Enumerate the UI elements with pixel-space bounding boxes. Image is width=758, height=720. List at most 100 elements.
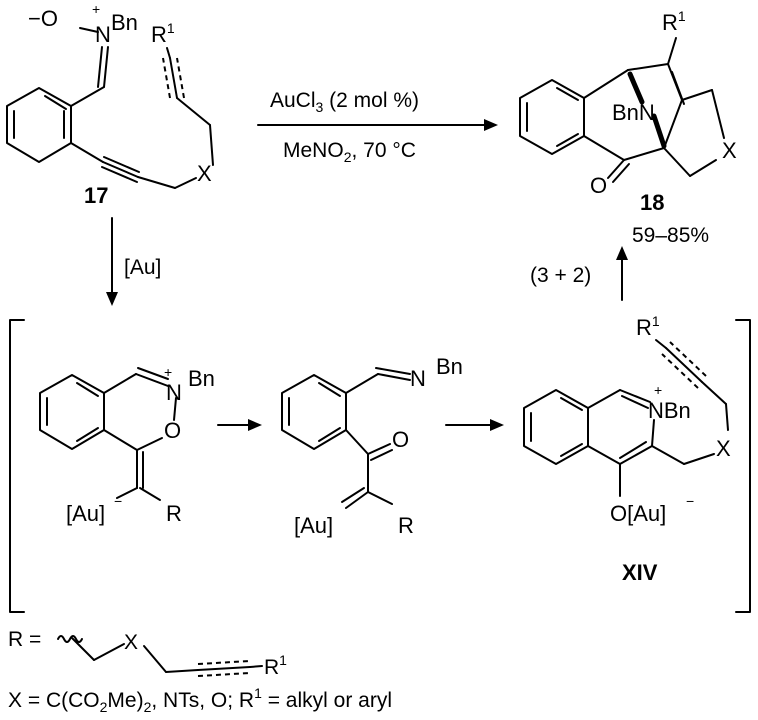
xiv-ch2-alkyne [701,381,727,405]
int1-n-o-bond [173,397,177,421]
r-x-ch2-bond [143,645,167,673]
xiv-ring-double-bond [560,443,583,457]
xiv-r1-bond [655,339,667,349]
c17-propargyl-bond [137,176,176,189]
c18-bridgehead-bond [583,69,629,99]
c18-ring-fusion-bond [663,99,683,149]
int1-ch-bond [103,373,137,394]
int2-oxygen-label: O [392,427,409,452]
intermediate-oxazinium: + N Bn O [Au] − R [39,364,215,526]
reagent-label: AuCl3 (2 mol %) [270,89,419,115]
xiv-nbn-label: NBn [648,398,691,423]
int2-carbonyl-double [370,449,393,461]
xiv-c-c-double [619,441,647,459]
int2-benzyl-label: Bn [436,354,463,379]
xiv-c-n-double [619,389,651,403]
xiv-compound-label: XIV [622,560,658,585]
c17-ch2-alkyne-bond [176,97,211,126]
int2-nitrogen-label: N [410,366,426,391]
conditions-label: MeNO2, 70 °C [283,139,416,165]
c18-alkene-double [671,71,685,105]
arrow-int2-xiv-head [490,419,504,431]
c17-n-charge: + [92,1,100,17]
xiv-n-charge: + [654,382,662,398]
r-equals-label: R = [8,628,41,651]
r-ch2-bond [71,637,95,661]
c18-ring-double-bond [556,87,579,101]
int1-ring-double-bond [76,427,99,442]
r-attachment-wavy [57,635,83,643]
c17-alkyne-dashed [176,57,185,99]
cycloaddition-label: (3 + 2) [530,264,591,287]
intermediate-imine: N Bn O [Au] R [281,354,463,538]
int1-au-bond [116,487,138,499]
compound-18: R1 BnN X O 18 [519,8,737,215]
c18-ch2-bond [663,147,691,177]
int1-r-label: R [166,501,182,526]
int2-c-n-double [375,367,411,375]
c18-benzene-ring [519,79,585,155]
r-group-definition: R = X R1 [8,628,287,679]
c17-ch2-x-bond [174,177,197,189]
int1-benzene-ring [39,374,105,450]
int1-c-n-double [137,367,169,380]
c17-c-n-double-bond [97,46,103,88]
xiv-n-c-bond [651,419,655,447]
c17-x-label: X [197,161,212,186]
c18-r1-label: R1 [662,8,686,35]
compound-17: −O + N Bn R1 X 17 [6,1,214,208]
r-ch2-alkyne [165,669,199,673]
c17-aryl-alkyne-bond [70,142,104,163]
c17-alkyne-dashed [162,57,171,99]
right-bracket [735,319,751,613]
c17-benzene-ring [6,87,72,163]
c18-ch2-x-bond [711,89,725,139]
int2-au-double [341,487,365,503]
c17-ring-double-bond [44,95,67,110]
c17-alkyne-triple [102,161,139,178]
int1-nitrogen-label: N [166,380,182,405]
c17-alkyne-triple [101,166,138,183]
c17-nitrogen-label: N [95,22,111,47]
xiv-r1-label: R1 [636,313,660,340]
gold-catalyst-label: [Au] [124,256,161,279]
int1-o-c-bond [136,437,163,451]
x-group-definition: X = C(CO2Me)2, NTs, O; R1 = alkyl or ary… [8,685,392,715]
gold-arrow: [Au] [106,217,161,306]
int2-r-bond [367,491,393,505]
intermediate-xiv: R1 + NBn X O[Au] − XIV [523,313,731,585]
c18-ch2-bond [681,89,713,101]
xiv-alkyne-dashed [669,341,707,377]
c17-alkyne-triple [103,156,140,173]
r-x-label: X [124,631,138,654]
c17-ch-bond [70,86,105,107]
c17-alkyne-r1 [169,57,178,99]
xiv-au-charge: − [686,493,694,509]
r-ch2-x-bond [93,643,125,661]
int1-gold-charge: − [114,493,122,509]
int1-ring-fusion [103,429,138,451]
xiv-c-n-double [621,395,649,409]
int1-r-bond [139,487,161,501]
c17-c-n-double-bond [103,46,109,88]
r-r1-label: R1 [264,652,287,679]
c18-bridge-bond [627,63,669,71]
int2-benzene-ring [281,374,347,450]
xiv-x-ch2-bond [725,403,729,431]
main-reaction-arrow: AuCl3 (2 mol %) MeNO2, 70 °C [257,89,498,165]
int2-gold-label: [Au] [294,513,333,538]
int1-gold-label: [Au] [66,501,105,526]
xiv-ch2-x-bond [683,453,715,465]
c17-r1-bond [166,47,171,59]
int2-r-label: R [398,513,414,538]
c17-r1-label: R1 [151,20,175,47]
xiv-alkyne [665,347,703,383]
xiv-c-c-bond [619,445,653,465]
yield-label: 59–85% [632,224,709,247]
int2-carbonyl [367,443,391,455]
int1-ring-double-bond [76,382,99,397]
c18-ch2-x-bond [689,159,717,177]
gold-arrow-head [106,292,118,306]
arrow-int1-int2-head [248,419,262,431]
cycloaddition-arrow: (3 + 2) [530,246,628,301]
